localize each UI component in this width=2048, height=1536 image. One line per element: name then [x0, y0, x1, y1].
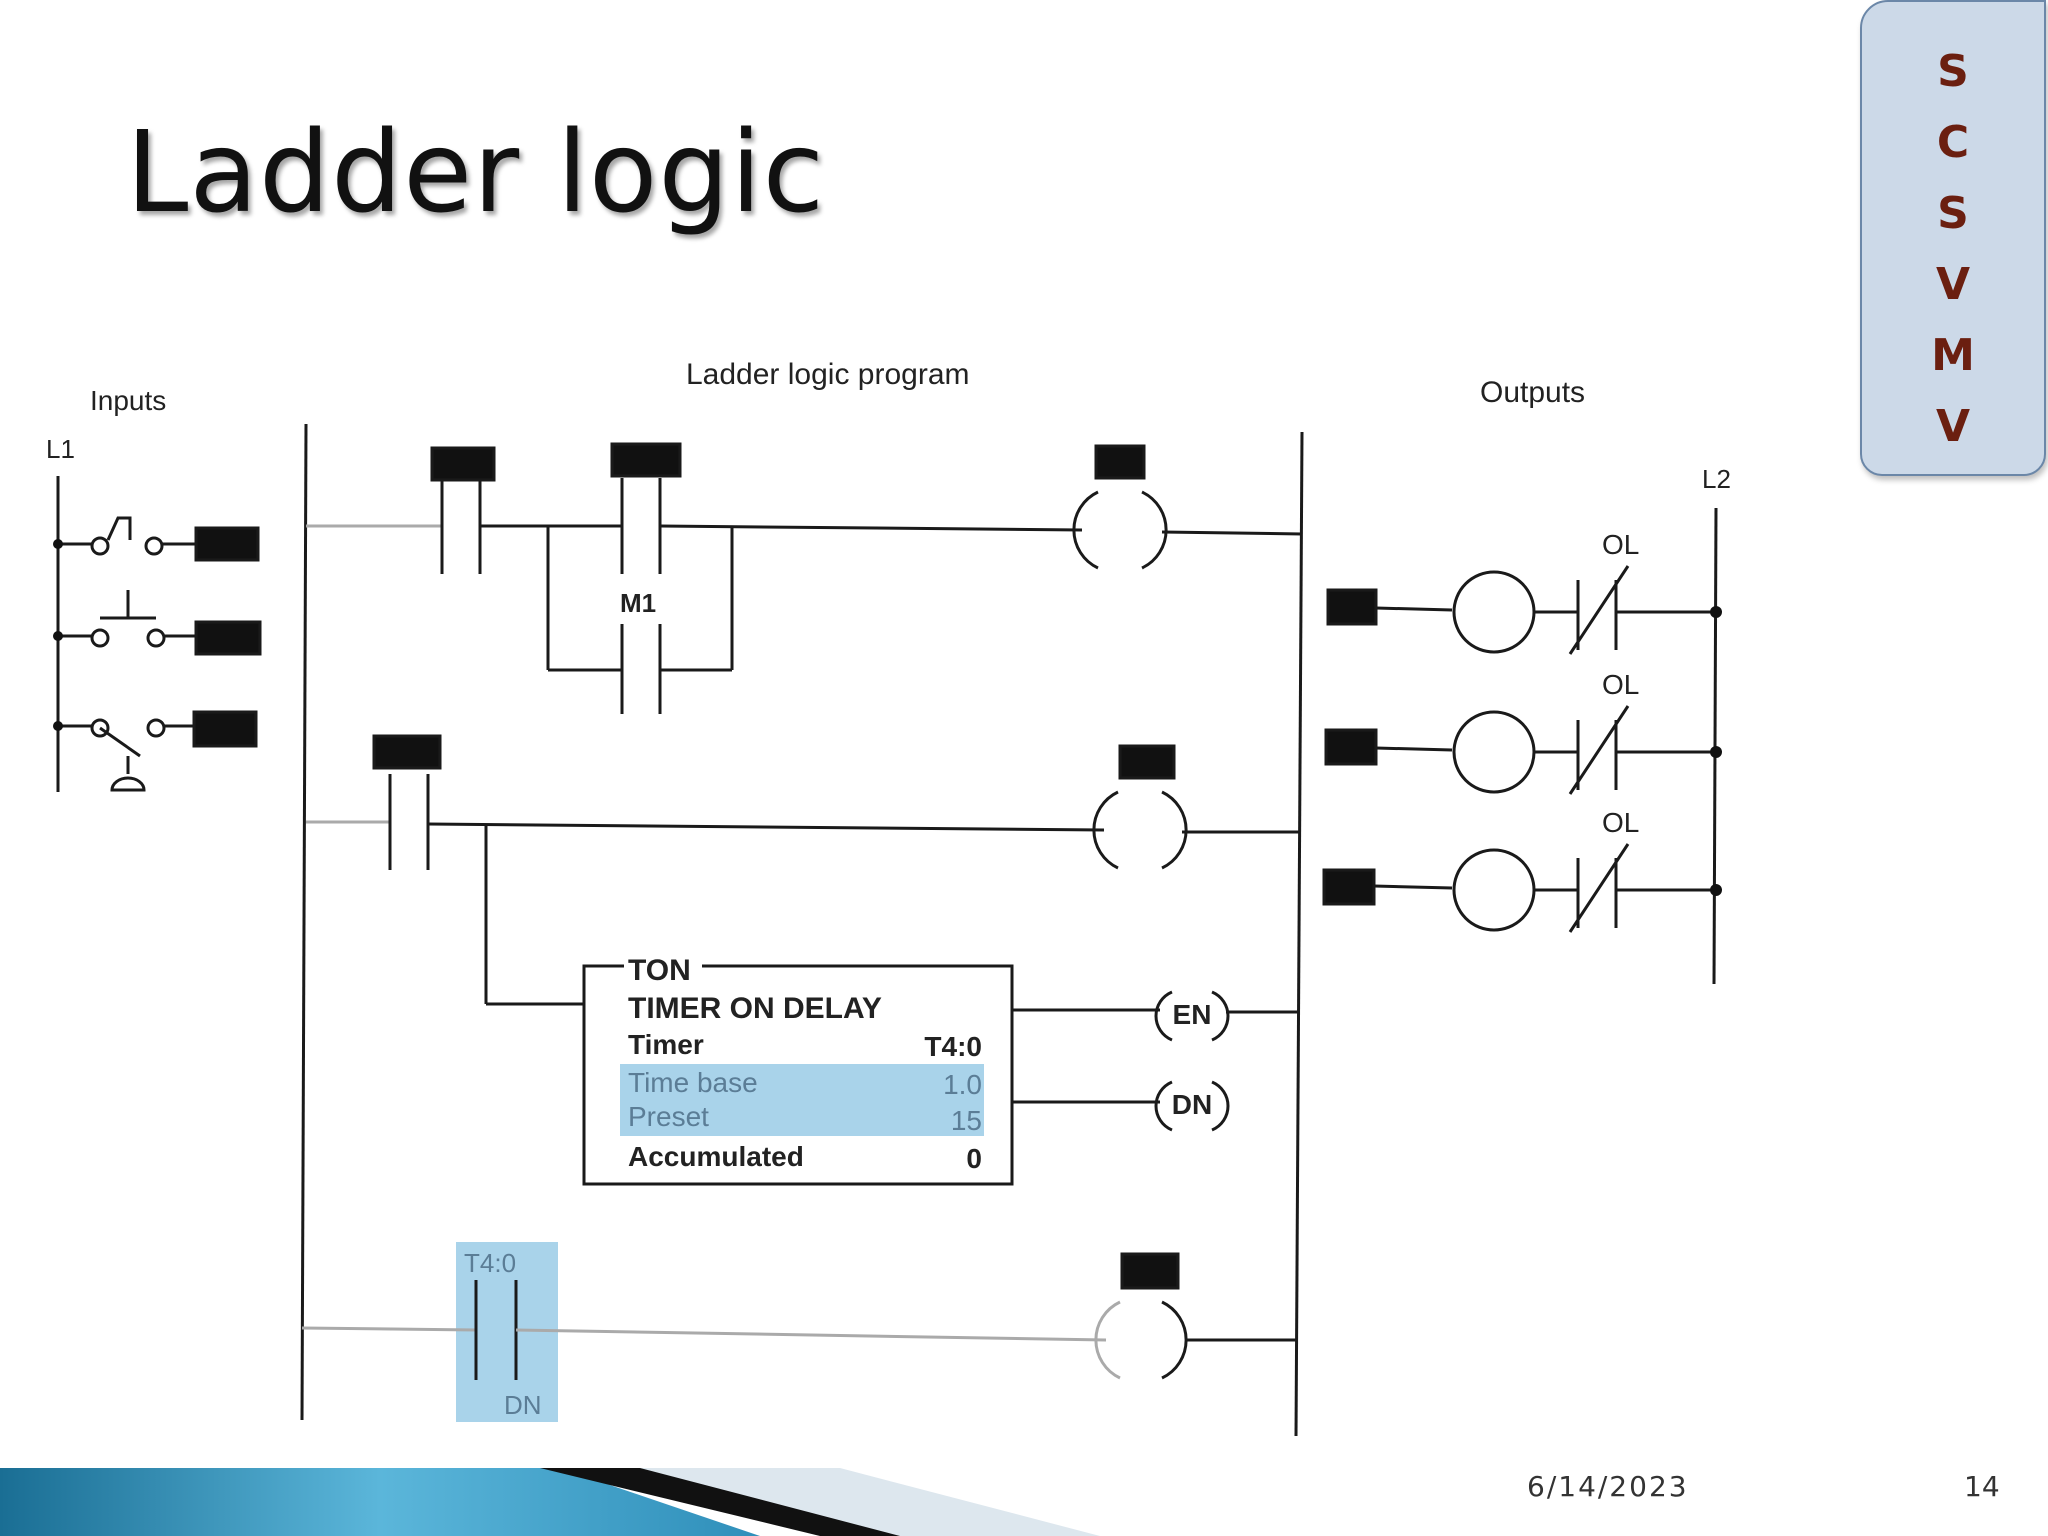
accumulated-value: 0 — [966, 1143, 982, 1174]
ol-label: OL — [1602, 529, 1639, 560]
program-label: Ladder logic program — [686, 358, 970, 391]
rung-2 — [306, 734, 1300, 1006]
accumulated-label: Accumulated — [628, 1141, 804, 1172]
output-motor-2 — [1324, 705, 1716, 795]
dn-contact-label: DN — [504, 1390, 542, 1420]
rung-4 — [301, 1252, 1296, 1380]
output-motor-1 — [1326, 565, 1716, 655]
outputs-label: Outputs — [1480, 376, 1585, 409]
badge-letter: C — [1936, 117, 1970, 168]
dn-label: DN — [1172, 1089, 1212, 1120]
badge-letter: S — [1937, 188, 1969, 239]
timer-highlight — [620, 1064, 984, 1136]
timer-name: TIMER ON DELAY — [628, 992, 882, 1025]
t40-contact-label: T4:0 — [464, 1248, 516, 1278]
timer-block — [582, 964, 1014, 1186]
input-pushbutton-1 — [58, 516, 260, 562]
footer-date: 6/14/2023 — [1527, 1470, 1689, 1503]
slide-title: Ladder logic — [126, 108, 826, 238]
m1-label: M1 — [620, 588, 656, 618]
input-switch-3 — [58, 710, 258, 792]
l2-label: L2 — [1702, 464, 1731, 494]
ol-label: OL — [1602, 807, 1639, 838]
footer-decoration — [0, 1468, 1100, 1536]
preset-label: Preset — [628, 1101, 709, 1132]
badge-letter: V — [1935, 401, 1971, 452]
en-label: EN — [1173, 999, 1212, 1030]
inputs-label: Inputs — [90, 385, 166, 416]
input-pushbutton-2 — [58, 590, 262, 656]
timer-value: T4:0 — [924, 1031, 982, 1062]
page-number: 14 — [1964, 1470, 2000, 1503]
output-motor-3 — [1322, 843, 1716, 933]
preset-value: 15 — [951, 1105, 982, 1136]
badge-letter: M — [1931, 330, 1975, 381]
timer-label: Timer — [628, 1029, 704, 1060]
rung-1 — [306, 442, 1303, 714]
time-base-value: 1.0 — [943, 1069, 982, 1100]
l1-label: L1 — [46, 434, 75, 464]
side-badge: S C S V M V — [1860, 0, 2046, 476]
timer-type: TON — [628, 954, 691, 987]
badge-letter: V — [1935, 259, 1971, 310]
l2-rail — [1712, 507, 1718, 985]
time-base-label: Time base — [628, 1067, 758, 1098]
ol-label: OL — [1602, 669, 1639, 700]
t40-highlight — [456, 1242, 558, 1422]
badge-letter: S — [1937, 46, 1969, 97]
program-right-rail — [1294, 431, 1304, 1437]
ladder-diagram: Inputs L1 Ladder logic program Outputs L… — [46, 358, 1731, 1437]
program-left-rail — [300, 423, 308, 1421]
